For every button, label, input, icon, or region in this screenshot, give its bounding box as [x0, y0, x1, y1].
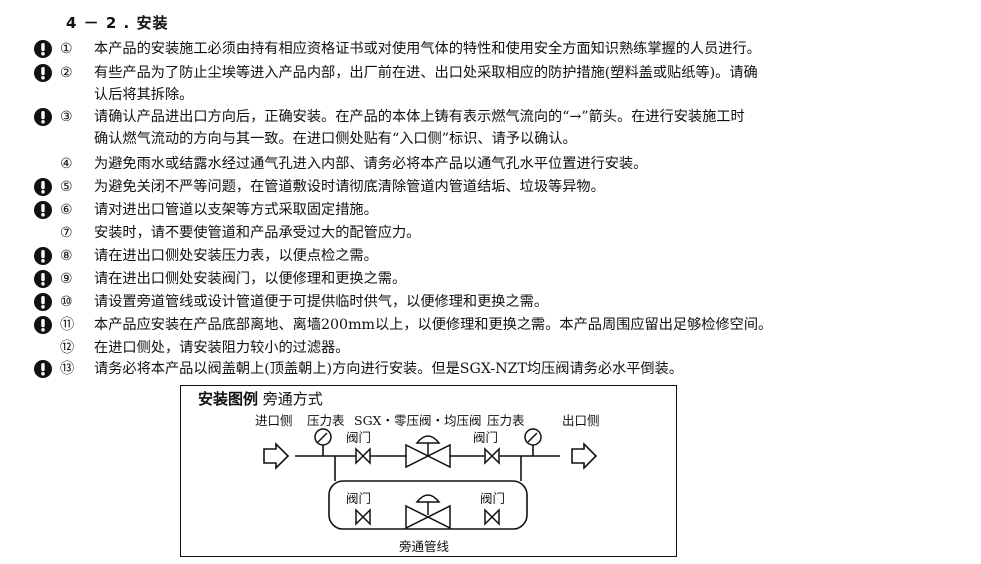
- warning-icon: [34, 316, 52, 334]
- item-text-continued: 确认燃气流动的方向与其一致。在进口侧处贴有“入口侧”标识、请予以确认。: [94, 131, 577, 147]
- pipe-schematic: [263, 428, 598, 530]
- outlet-arrow-icon: [571, 442, 598, 470]
- item-number: ④: [60, 156, 73, 172]
- item-number: ⑬: [60, 361, 75, 377]
- item-text: 在进口侧处，请安装阻力较小的过滤器。: [94, 340, 350, 356]
- warning-icon: [34, 293, 52, 311]
- warning-icon: [34, 178, 52, 196]
- regulator-bottom-icon: [405, 494, 451, 530]
- item-number: ③: [60, 109, 73, 125]
- valve-bottom-left-icon: [355, 508, 371, 526]
- item-text: 本产品的安装施工必须由持有相应资格证书或对使用气体的特性和使用安全方面知识熟练掌…: [94, 41, 761, 57]
- item-number: ⑥: [60, 202, 73, 218]
- item-text: 安装时，请不要使管道和产品承受过大的配管应力。: [94, 225, 421, 241]
- inlet-arrow-icon: [263, 442, 290, 470]
- item-number: ⑤: [60, 179, 73, 195]
- item-number: ⑫: [60, 340, 75, 356]
- warning-icon: [34, 360, 52, 378]
- valve-bottom-left-label: 阀门: [346, 491, 372, 506]
- warning-icon: [34, 108, 52, 126]
- bypass-pipe: [328, 480, 528, 530]
- item-text: 有些产品为了防止尘埃等进入产品内部，出厂前在进、出口处采取相应的防护措施(塑料盖…: [94, 65, 758, 81]
- bypass-label: 旁通管线: [399, 539, 450, 554]
- item-number: ⑩: [60, 294, 73, 310]
- installation-diagram: [180, 385, 677, 557]
- item-number: ⑨: [60, 271, 73, 287]
- diagram-title: 安装图例 旁通方式: [198, 388, 323, 409]
- warning-icon: [34, 270, 52, 288]
- valve-top-left-icon: [355, 447, 371, 465]
- valve-top-left-label: 阀门: [346, 430, 372, 445]
- valve-bottom-right-label: 阀门: [480, 491, 506, 506]
- item-number: ②: [60, 65, 73, 81]
- warning-icon: [34, 40, 52, 58]
- gauge-right-label: 压力表: [487, 413, 525, 428]
- diagram-title-bold: 安装图例: [198, 390, 259, 408]
- inlet-label: 进口侧: [255, 413, 293, 428]
- item-text: 请对进出口管道以支架等方式采取固定措施。: [94, 202, 378, 218]
- warning-icon: [34, 201, 52, 219]
- valve-top-right-label: 阀门: [473, 430, 499, 445]
- section-heading: 4 － 2 . 安装: [66, 14, 169, 32]
- item-text: 请设置旁道管线或设计管道便于可提供临时供气，以便修理和更换之需。: [94, 294, 549, 310]
- item-text: 请在进出口侧处安装压力表，以便点检之需。: [94, 248, 378, 264]
- diagram-title-rest: 旁通方式: [262, 390, 323, 408]
- valve-top-right-icon: [484, 447, 500, 465]
- item-number: ⑦: [60, 225, 73, 241]
- item-text: 本产品应安装在产品底部离地、离墙200mm以上，以便修理和更换之需。本产品周围应…: [94, 317, 773, 333]
- item-number: ⑧: [60, 248, 73, 264]
- warning-icon: [34, 247, 52, 265]
- item-number: ⑪: [60, 317, 75, 333]
- outlet-label: 出口侧: [562, 413, 600, 428]
- item-number: ①: [60, 41, 73, 57]
- item-text: 为避免关闭不严等问题，在管道敷设时请彻底清除管道内管道结垢、垃圾等异物。: [94, 179, 605, 195]
- item-text: 请在进出口侧处安装阀门，以便修理和更换之需。: [94, 271, 407, 287]
- item-text-continued: 认后将其拆除。: [94, 87, 194, 103]
- regulator-top-icon: [405, 435, 451, 469]
- item-text: 请务必将本产品以阀盖朝上(顶盖朝上)方向进行安装。但是SGX-NZT均压阀请务必…: [94, 361, 683, 377]
- valve-bottom-right-icon: [484, 508, 500, 526]
- gauge-left-label: 压力表: [307, 413, 345, 428]
- regulator-label: SGX・零压阀・均压阀: [354, 413, 482, 428]
- item-text: 为避免雨水或结露水经过通气孔进入内部、请务必将本产品以通气孔水平位置进行安装。: [94, 156, 648, 172]
- item-text: 请确认产品进出口方向后，正确安装。在产品的本体上铸有表示燃气流向的“→”箭头。在…: [94, 109, 745, 125]
- warning-icon: [34, 64, 52, 82]
